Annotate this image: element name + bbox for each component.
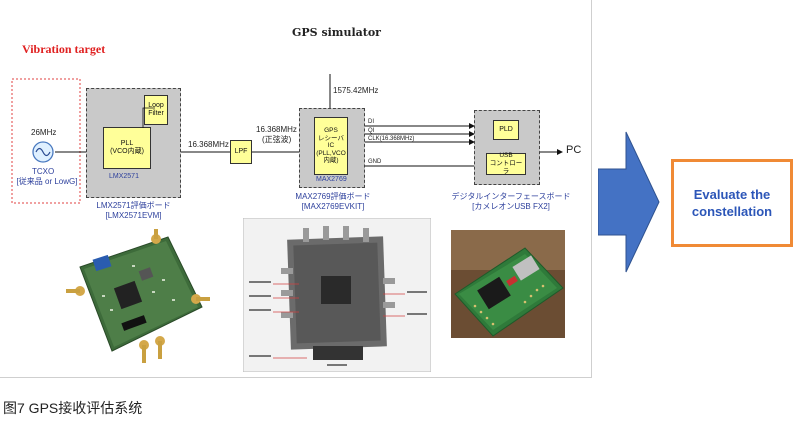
lpf-block: LPF (230, 140, 252, 164)
gps-ic-line2: レシーバ (318, 134, 344, 142)
loop-filter-block: Loop Filter (144, 95, 168, 125)
evaluate-constellation-box: Evaluate the constellation (671, 159, 793, 247)
signal-gnd: GND (368, 159, 382, 165)
max2769-board: GPS レシーバ IC (PLL,VCO 内蔵) MAX2769 (299, 108, 365, 188)
gps-ic-line3: IC (327, 142, 335, 150)
usb-line1: USB (499, 152, 513, 159)
evaluate-line1: Evaluate the (693, 187, 771, 202)
tcxo-description: [従来品 or LowG] (16, 177, 78, 186)
rf-input-frequency: 1575.42MHz (333, 86, 379, 95)
vibration-target-label: Vibration target (22, 42, 106, 56)
tcxo-name: TCXO (32, 167, 55, 176)
lpf-label: LPF (234, 148, 248, 155)
max2769-chip-label: MAX2769 (316, 176, 347, 183)
pll-line1: PLL (120, 140, 134, 147)
usb-line2: コントローラ (489, 160, 523, 175)
signal-di: DI (368, 119, 374, 125)
gps-ic-line1: GPS (324, 127, 338, 135)
pll-line2: (VCO内蔵) (110, 148, 144, 155)
gps-ic-line4: (PLL,VCO (316, 149, 346, 157)
loop-filter-line2: Filter (148, 110, 164, 117)
usb-controller-block: USB コントローラ (486, 152, 526, 175)
oscillator-icon (32, 141, 54, 163)
signal-qi: QI (368, 128, 375, 134)
lmx2571-board-name: LMX2571評価ボード (96, 201, 171, 210)
lmx2571-board-model: [LMX2571EVM] (105, 211, 162, 220)
diagram-panel: GPS simulator Vibration target 26MHz (0, 0, 592, 378)
tcxo-frequency: 26MHz (31, 128, 57, 137)
sine-note: (正弦波) (262, 135, 292, 144)
evaluate-line2: constellation (691, 204, 773, 219)
signal-clk: CLK(16.368MHz) (368, 136, 415, 142)
max2769-board-photo (243, 218, 431, 372)
lmx2571-board: Loop Filter PLL (VCO内蔵) LMX2571 (86, 88, 181, 198)
pll-output-frequency: 16.368MHz (188, 140, 229, 149)
right-arrow-icon (598, 131, 660, 273)
loop-filter-line1: Loop (148, 102, 164, 109)
pc-label: PC (566, 144, 582, 156)
lmx2571-chip-label: LMX2571 (109, 173, 139, 180)
gps-receiver-ic: GPS レシーバ IC (PLL,VCO 内蔵) (314, 117, 348, 175)
sine-frequency: 16.368MHz (256, 125, 297, 134)
max2769-board-model: [MAX2769EVKIT] (301, 202, 365, 211)
pll-loop-connector (142, 107, 155, 128)
fx2-board-name: デジタルインターフェースボード (451, 192, 571, 201)
lmx2571-board-photo (66, 229, 210, 363)
pld-label: PLD (499, 126, 513, 133)
max2769-board-name: MAX2769評価ボード (295, 192, 371, 201)
diagram-title: GPS simulator (292, 26, 381, 39)
fx2-board-model: [カメレオンUSB FX2] (472, 202, 550, 211)
fx2-board: PLD USB コントローラ (474, 110, 540, 185)
tcxo-frame (11, 78, 81, 204)
figure-caption: 图7 GPS接收评估系统 (3, 400, 143, 416)
pld-block: PLD (493, 120, 519, 140)
pll-block: PLL (VCO内蔵) (103, 127, 151, 169)
gps-ic-line5: 内蔵) (323, 157, 339, 165)
fx2-board-photo (451, 230, 565, 338)
